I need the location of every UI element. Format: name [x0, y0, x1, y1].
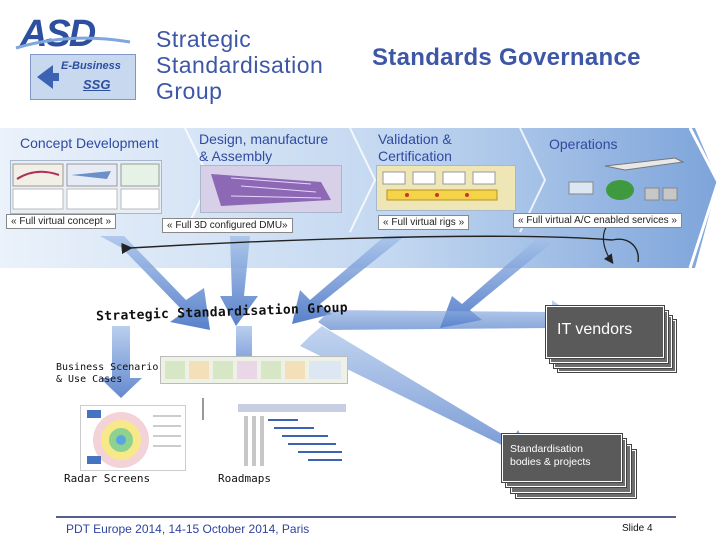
badge-ebusiness: E-Business: [61, 60, 121, 72]
standardisation-bodies-label: Standardisation bodies & projects: [510, 443, 591, 469]
standards-governance-title: Standards Governance: [372, 44, 641, 71]
badge-ssg: SSG: [83, 77, 111, 92]
title-line-1: Strategic: [156, 26, 252, 52]
asd-logo: ASD E-Business SSG: [10, 12, 150, 100]
stack-card-front: IT vendors: [546, 306, 664, 358]
radar-screens-label: Radar Screens: [64, 472, 151, 485]
title-line-3: Group: [156, 78, 223, 104]
phase-validation-line-1: Validation &: [378, 131, 452, 147]
footer-event: PDT Europe 2014, 14-15 October 2014, Par…: [66, 522, 310, 536]
std-bodies-line-2: bodies & projects: [510, 456, 591, 468]
operations-thumbnail: [565, 150, 685, 210]
phase-validation-line-2: Certification: [378, 148, 452, 164]
phase-operations-label: Operations: [549, 136, 618, 152]
slide-number: Slide 4: [622, 523, 653, 534]
use-cases-strip: [160, 356, 348, 384]
phase-concept-label: Concept Development: [20, 135, 159, 151]
design-thumbnail: [200, 165, 342, 213]
title-line-2: Standardisation: [156, 52, 324, 78]
roadmap-image: [238, 404, 346, 470]
standardisation-bodies-stack: Standardisation bodies & projects: [502, 434, 642, 502]
phase-design-label: Design, manufacture & Assembly: [199, 131, 328, 165]
feedback-arrows: [100, 236, 560, 330]
arrow-icon: [35, 59, 61, 95]
tag-full-3d-dmu: « Full 3D configured DMU»: [162, 218, 293, 233]
std-card-front: Standardisation bodies & projects: [502, 434, 622, 482]
tag-full-virtual-concept: « Full virtual concept »: [6, 214, 117, 229]
roadmaps-label: Roadmaps: [218, 472, 271, 485]
business-scenario-line-2: & Use Cases: [56, 374, 123, 385]
business-scenario-label: Business Scenario & Use Cases: [56, 362, 158, 386]
tag-full-virtual-rigs: « Full virtual rigs »: [378, 215, 470, 230]
phase-design-line-1: Design, manufacture: [199, 131, 329, 147]
validation-thumbnail: [376, 165, 516, 211]
it-vendors-stack: IT vendors: [546, 306, 686, 378]
tag-full-virtual-services: « Full virtual A/C enabled services »: [513, 213, 682, 228]
header-title: Strategic Standardisation Group: [156, 26, 323, 104]
radar-screen-image: [80, 405, 186, 471]
phase-design-line-2: & Assembly: [199, 148, 273, 164]
ebusiness-badge: E-Business SSG: [30, 54, 136, 100]
business-scenario-line-1: Business Scenario: [56, 362, 159, 373]
it-vendors-label: IT vendors: [557, 321, 633, 338]
std-bodies-line-1: Standardisation: [510, 443, 583, 455]
phase-validation-label: Validation & Certification: [378, 131, 452, 165]
logo-brand-text: ASD: [19, 13, 96, 52]
concept-thumbnail: [10, 160, 162, 214]
